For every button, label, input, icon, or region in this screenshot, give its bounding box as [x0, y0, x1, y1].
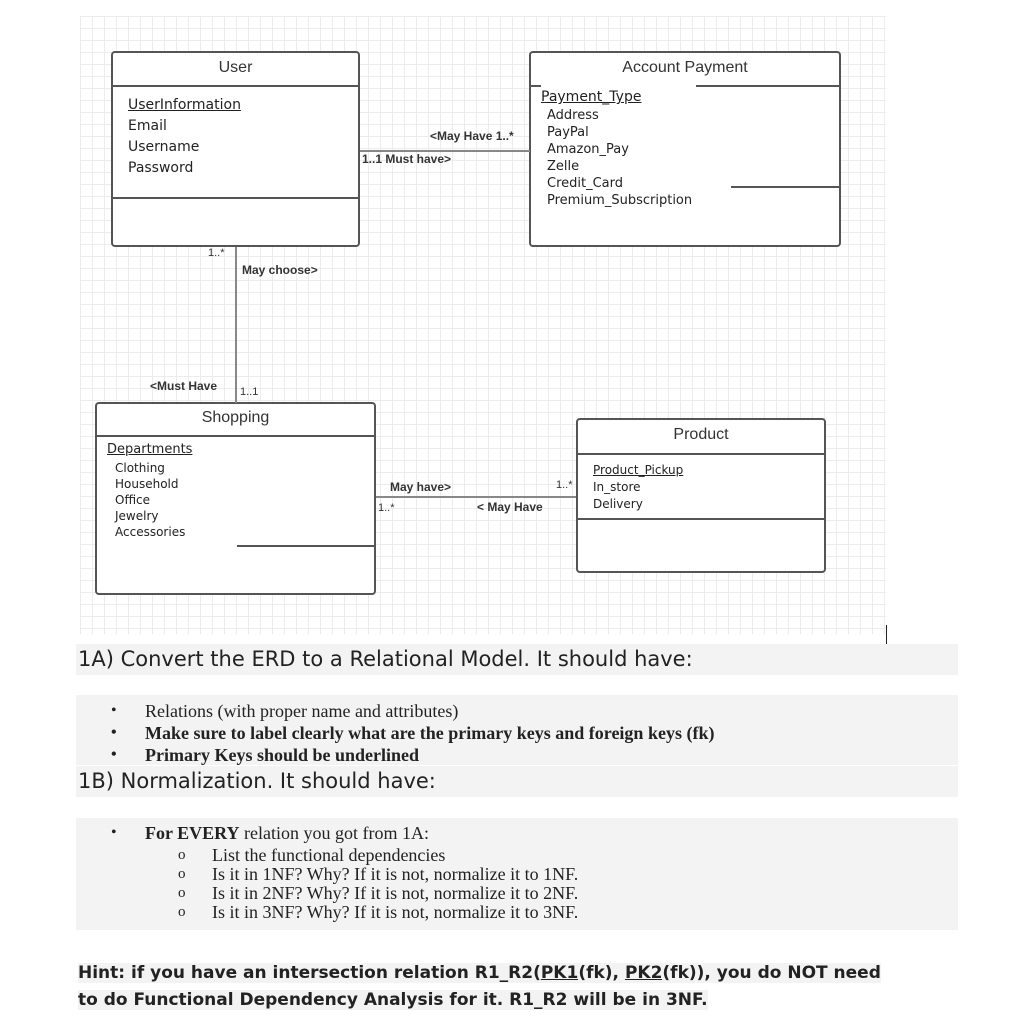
- primary-key-attribute: Departments: [107, 442, 193, 457]
- relationship-line-user-payment: [360, 150, 530, 152]
- primary-key-attribute: UserInformation: [128, 97, 241, 113]
- multiplicity-label: 1..1: [240, 386, 259, 398]
- attribute: Password: [128, 160, 194, 176]
- relationship-line-user-shopping: [235, 247, 237, 403]
- attribute: Zelle: [547, 159, 580, 174]
- attribute: Email: [128, 118, 167, 134]
- sub-list-item: Is it in 3NF? Why? If it is not, normali…: [178, 903, 578, 923]
- entity-shopping[interactable]: Shopping Departments Clothing Household …: [95, 402, 376, 595]
- relationship-line-shopping-product: [376, 496, 576, 498]
- divider: [578, 453, 824, 455]
- attribute-list: UserInformation Email Username Password: [128, 95, 241, 179]
- part-a-list: Relations (with proper name and attribut…: [111, 700, 714, 766]
- attribute: Clothing: [115, 461, 165, 475]
- attribute: In_store: [593, 480, 641, 494]
- part-a-heading: 1A) Convert the ERD to a Relational Mode…: [78, 647, 693, 671]
- relationship-label: 1..1 Must have>: [362, 152, 452, 166]
- divider: [113, 197, 358, 199]
- attribute: Address: [547, 108, 599, 123]
- part-b-sublist: List the functional dependencies Is it i…: [178, 846, 578, 923]
- divider: [731, 186, 839, 188]
- emphasis: For EVERY: [145, 823, 240, 843]
- entity-product[interactable]: Product Product_Pickup In_store Delivery: [576, 418, 826, 573]
- divider: [237, 545, 374, 547]
- primary-key-attribute: Payment_Type: [541, 89, 642, 105]
- list-item: Primary Keys should be underlined: [111, 744, 714, 766]
- attribute: Household: [115, 477, 179, 491]
- text-cursor: [886, 625, 887, 645]
- attribute: Office: [115, 493, 151, 507]
- heading-band: [76, 766, 958, 797]
- list-item: For EVERY relation you got from 1A:: [111, 822, 429, 844]
- entity-title: Product: [673, 426, 729, 443]
- multiplicity-label: 1..*: [208, 247, 225, 259]
- part-b-heading: 1B) Normalization. It should have:: [78, 769, 436, 793]
- sub-list-item: Is it in 1NF? Why? If it is not, normali…: [178, 865, 578, 885]
- relationship-label: <May Have 1..*: [430, 129, 514, 143]
- entity-user[interactable]: User UserInformation Email Username Pass…: [111, 51, 360, 247]
- attribute: Username: [128, 139, 200, 155]
- divider: [113, 85, 358, 87]
- hint-text: Hint: if you have an intersection relati…: [78, 963, 541, 983]
- multiplicity-label: 1..*: [556, 479, 573, 491]
- hint-pk1: PK1: [540, 963, 579, 983]
- attribute-list: Departments Clothing Household Office Je…: [107, 440, 199, 540]
- attribute: Premium_Subscription: [547, 193, 693, 208]
- entity-title: User: [218, 59, 253, 76]
- multiplicity-label: 1..*: [378, 502, 395, 514]
- hint-paragraph: Hint: if you have an intersection relati…: [78, 960, 900, 1014]
- sub-list-item: Is it in 2NF? Why? If it is not, normali…: [178, 884, 578, 904]
- divider: [97, 435, 374, 437]
- attribute: Jewelry: [115, 509, 159, 523]
- divider: [578, 518, 824, 520]
- sub-list-item: List the functional dependencies: [178, 846, 578, 866]
- attribute: Amazon_Pay: [547, 142, 629, 157]
- attribute: Credit_Card: [547, 176, 624, 191]
- list-item-text: relation you got from 1A:: [239, 823, 430, 843]
- entity-account-payment[interactable]: Account Payment Payment_Type Address Pay…: [529, 51, 841, 247]
- heading-band: [76, 644, 958, 675]
- hint-text: (fk),: [578, 963, 625, 983]
- list-item: Relations (with proper name and attribut…: [111, 700, 714, 722]
- relationship-label: May have>: [390, 480, 452, 494]
- attribute: Accessories: [115, 525, 186, 539]
- primary-key-attribute: Product_Pickup: [593, 463, 684, 477]
- relationship-label: < May Have: [477, 500, 543, 514]
- attribute: PayPal: [547, 125, 589, 140]
- attribute-list: Product_Pickup In_store Delivery: [593, 462, 683, 513]
- part-b-list: For EVERY relation you got from 1A:: [111, 822, 429, 844]
- list-item: Make sure to label clearly what are the …: [111, 722, 714, 744]
- relationship-label: <Must Have: [150, 379, 218, 393]
- entity-title: Account Payment: [622, 59, 748, 76]
- attribute: Delivery: [593, 497, 643, 511]
- entity-title: Shopping: [201, 409, 270, 426]
- attribute-list: Payment_Type Address PayPal Amazon_Pay Z…: [541, 85, 697, 211]
- hint-pk2: PK2: [624, 963, 663, 983]
- relationship-label: May choose>: [242, 263, 318, 277]
